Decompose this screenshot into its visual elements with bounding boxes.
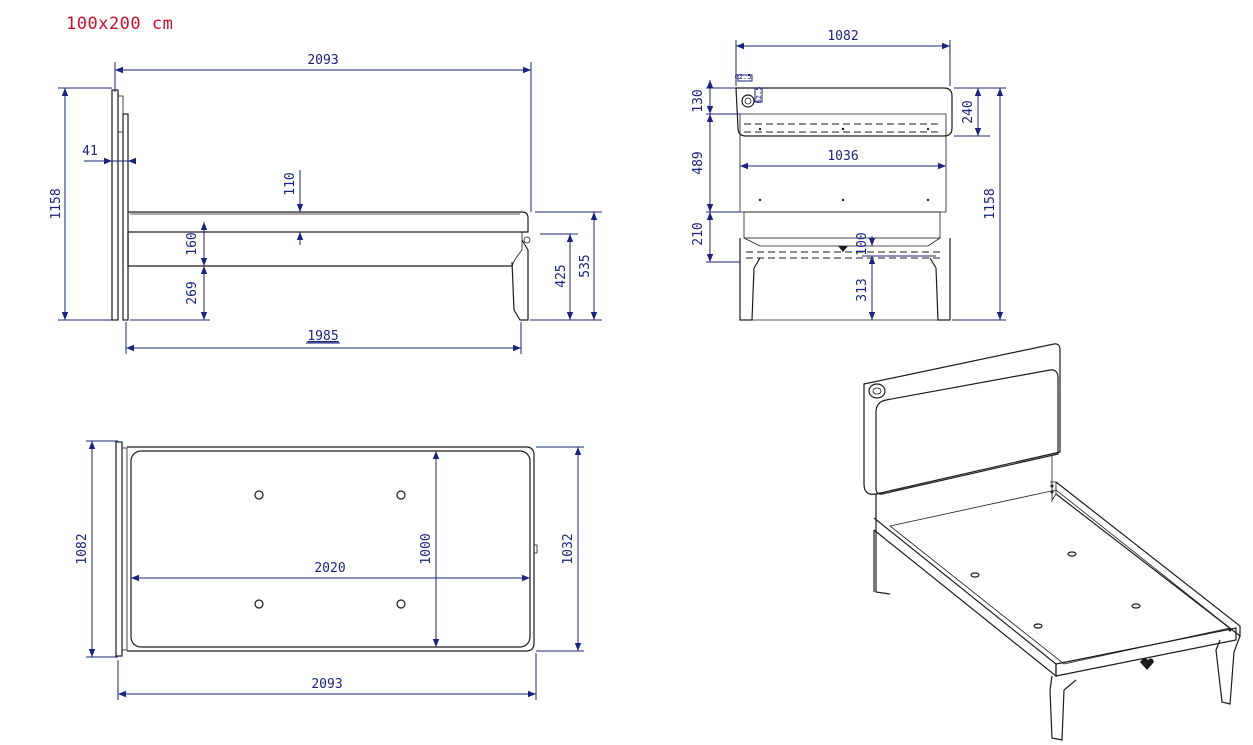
front-overall-width: 1082 [827, 29, 858, 44]
front-top-band: 130 [691, 89, 706, 112]
side-foot-high: 535 [578, 254, 593, 277]
front-slat-height: 100 [855, 232, 870, 255]
side-mattress-thickness: 110 [283, 172, 298, 195]
top-inner-width: 1000 [419, 533, 434, 564]
front-hole-height: 62.5 [755, 87, 763, 104]
isometric-view [863, 343, 1241, 741]
top-view-outline [115, 441, 538, 657]
top-view: 1082 2020 1000 1032 2093 [75, 440, 584, 700]
front-hole-width: 62.5 [735, 73, 752, 81]
front-overall-height: 1158 [983, 188, 998, 219]
side-rail-height: 160 [185, 232, 200, 255]
top-inner-length: 2020 [314, 561, 345, 576]
front-leg-clearance: 313 [855, 278, 870, 301]
front-rail-band: 210 [691, 222, 706, 245]
top-overall-width: 1082 [75, 533, 90, 564]
front-right-top-band: 240 [961, 100, 976, 123]
side-foot-low: 425 [554, 264, 569, 287]
side-inner-length: 1985 [307, 329, 338, 344]
side-view: 2093 1158 41 110 160 269 1985 425 [49, 53, 602, 354]
top-frame-width: 1032 [561, 533, 576, 564]
side-headboard-height: 1158 [49, 188, 64, 219]
side-overall-length: 2093 [307, 53, 338, 68]
side-clearance: 269 [185, 281, 200, 304]
top-overall-length: 2093 [311, 677, 342, 692]
front-head-panel-height: 489 [691, 151, 706, 174]
side-headboard-thickness: 41 [82, 144, 98, 159]
side-view-outline [111, 89, 531, 321]
front-view-outline [735, 87, 953, 321]
front-view: 1082 62.5 62.5 130 489 210 1036 240 1158… [691, 29, 1006, 321]
drawing-title: 100x200 cm [66, 14, 174, 34]
front-panel-width: 1036 [827, 149, 858, 164]
